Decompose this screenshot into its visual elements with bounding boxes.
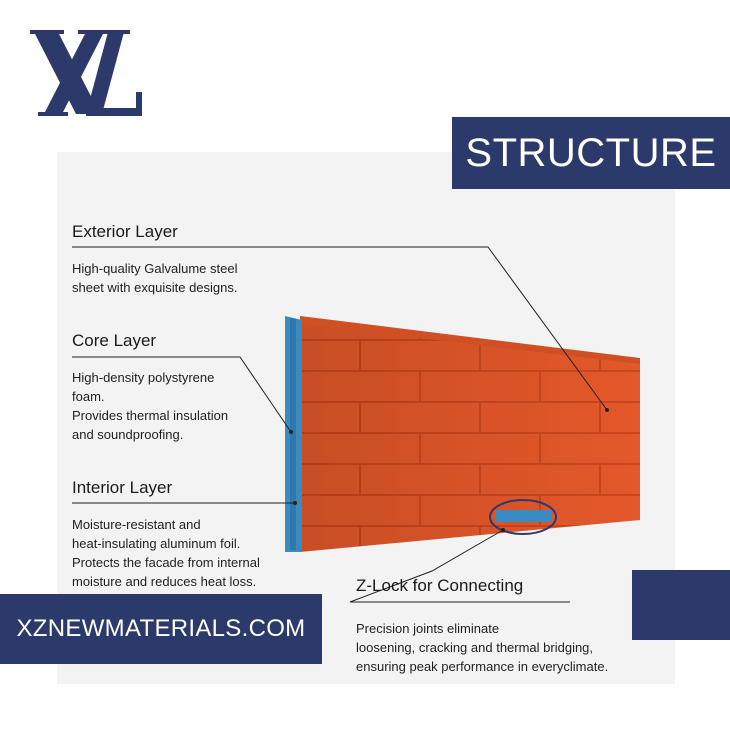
core-line: High-density polystyrene [72,370,215,385]
zlock-line: loosening, cracking and thermal bridging… [356,640,594,655]
website-label: XZNEWMATERIALS.COM [16,615,306,642]
interior-layer-description: Moisture-resistant and heat-insulating a… [72,515,260,591]
exterior-line: High-quality Galvalume steel [72,261,238,276]
interior-line: heat-insulating aluminum foil. [72,536,241,551]
structure-banner: STRUCTURE [452,117,730,189]
interior-line: Protects the facade from internal [72,555,260,570]
core-layer-description: High-density polystyrene foam. Provides … [72,368,228,444]
zlock-line: Precision joints eliminate [356,621,500,636]
interior-line: Moisture-resistant and [72,517,201,532]
core-line: foam. [72,389,105,404]
brand-logo [30,30,142,116]
interior-line: moisture and reduces heat loss. [72,574,257,589]
website-banner: XZNEWMATERIALS.COM [0,594,322,664]
decorative-square [632,570,730,640]
exterior-layer-title: Exterior Layer [72,222,178,241]
core-layer-title: Core Layer [72,331,157,350]
zlock-description: Precision joints eliminate loosening, cr… [356,619,608,676]
exterior-layer-description: High-quality Galvalume steel sheet with … [72,259,237,297]
zlock-line: ensuring peak performance in everyclimat… [356,659,609,674]
core-line: and soundproofing. [72,427,184,442]
core-line: Provides thermal insulation [72,408,229,423]
zlock-title: Z-Lock for Connecting [356,576,524,595]
structure-title: STRUCTURE [465,130,717,175]
interior-layer-title: Interior Layer [72,478,173,497]
exterior-line: sheet with exquisite designs. [72,280,238,295]
